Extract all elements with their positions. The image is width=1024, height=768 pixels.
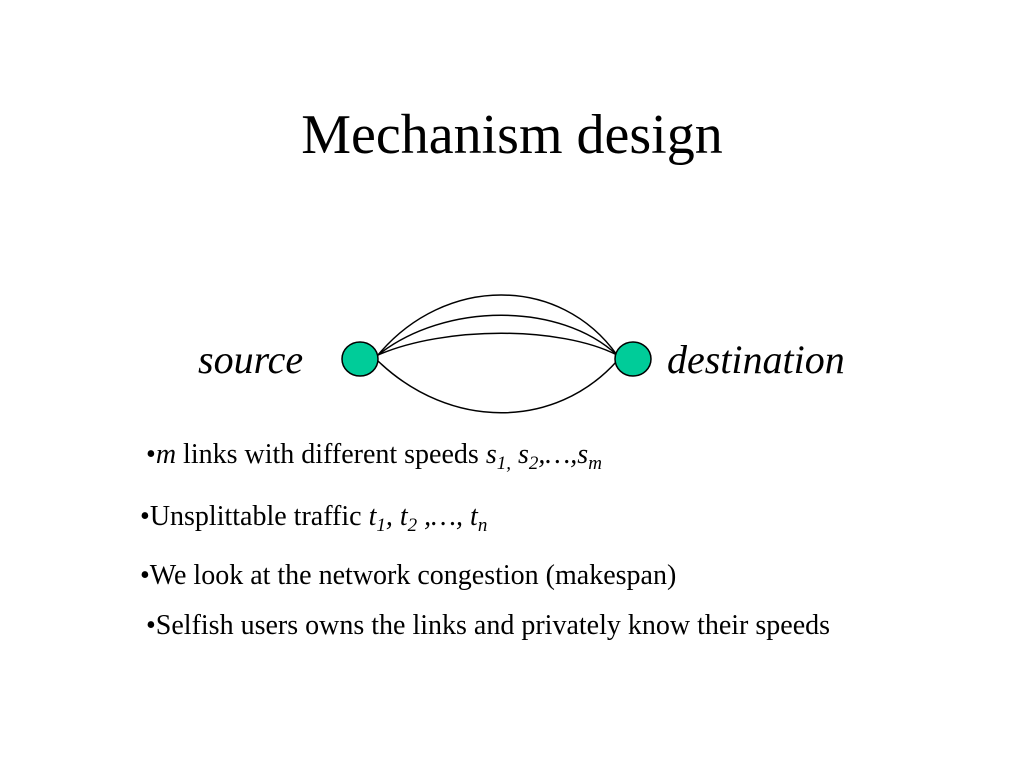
var-m: m xyxy=(155,439,177,470)
bullet-marker: • xyxy=(140,501,150,532)
var-t-list: t1, t2 ,…, tn xyxy=(368,501,488,536)
source-node xyxy=(341,341,379,377)
var-s1: s1, s2,…,sm xyxy=(485,439,602,474)
bullet-selfish-users: •Selfish users owns the links and privat… xyxy=(146,610,831,641)
link-edge-4 xyxy=(377,360,618,414)
link-edge-3 xyxy=(377,332,618,356)
destination-label: destination xyxy=(667,337,845,382)
bullet-text: links with different speeds xyxy=(176,439,486,470)
bullet-marker: • xyxy=(146,439,156,470)
page-title: Mechanism design xyxy=(301,104,723,166)
link-edge-1 xyxy=(377,294,618,356)
bullet-network-congestion: •We look at the network congestion (make… xyxy=(140,560,677,591)
source-label: source xyxy=(198,337,304,382)
bullet-links-speeds: •m links with different speeds s1, s2,…,… xyxy=(146,438,602,474)
bullet-text: Unsplittable traffic xyxy=(149,501,369,532)
bullet-unsplittable-traffic: •Unsplittable traffic t1, t2 ,…, tn xyxy=(140,500,488,536)
destination-node xyxy=(614,341,652,377)
link-edge-2 xyxy=(377,314,618,356)
